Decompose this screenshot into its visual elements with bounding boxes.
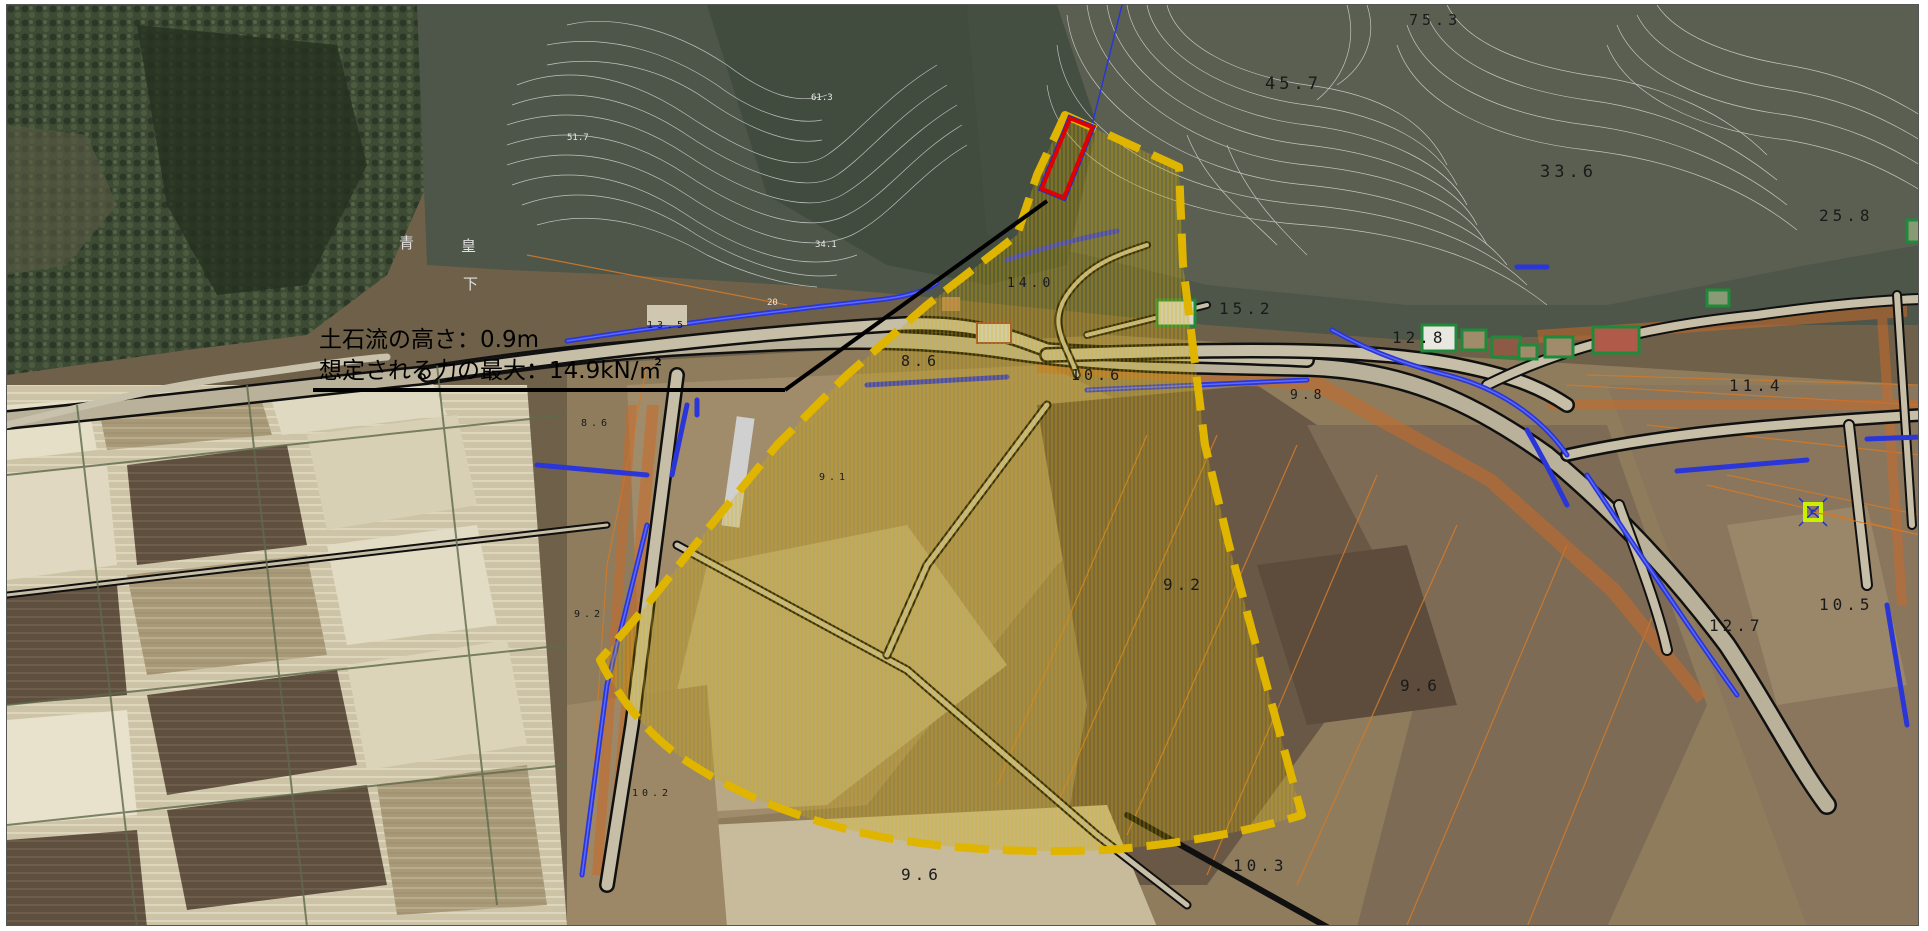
debris-source-marker[interactable] xyxy=(1037,114,1097,202)
elevation-label: 9.6 xyxy=(901,865,942,884)
elevation-label: 33.6 xyxy=(1540,162,1597,182)
elevation-label: 8.6 xyxy=(581,418,611,429)
elevation-label: 9.1 xyxy=(819,472,849,483)
place-name: 青 皇 下 xyxy=(399,234,478,293)
valley-stream xyxy=(1091,5,1123,126)
elevation-label: 12.8 xyxy=(1392,328,1447,347)
elevation-label: 8.6 xyxy=(901,352,940,370)
elevation-label: 15.2 xyxy=(1219,299,1274,318)
elevation-label: 9.6 xyxy=(1400,676,1441,695)
building xyxy=(1490,335,1522,359)
building xyxy=(1705,288,1731,308)
place-name-char: 青 xyxy=(399,234,414,252)
debris-flow-hazard-zone[interactable] xyxy=(596,111,1306,856)
elevation-label: 75.3 xyxy=(1409,11,1461,29)
elevation-label: 10.2 xyxy=(632,788,672,799)
elevation-label: 9.2 xyxy=(1163,575,1204,594)
building xyxy=(1460,328,1488,352)
elevation-label: 11.4 xyxy=(1729,376,1784,395)
elevation-labels: 75.3 45.7 33.6 25.8 15.2 12.8 11.4 10.6 … xyxy=(574,11,1874,884)
forest-area xyxy=(7,5,427,375)
elevation-label: 12.7 xyxy=(1709,616,1764,635)
elevation-label: 25.8 xyxy=(1819,206,1874,225)
place-name-char: 皇 xyxy=(461,237,476,255)
elevation-label: 10.3 xyxy=(1233,856,1288,875)
elevation-label: 13.5 xyxy=(647,320,687,331)
contour-label: 51.7 xyxy=(567,133,589,143)
field-dividers xyxy=(7,364,568,925)
elevation-label: 45.7 xyxy=(1265,74,1322,94)
building xyxy=(1591,325,1641,355)
building xyxy=(647,305,687,325)
contour-label: 34.1 xyxy=(815,240,837,250)
building xyxy=(1905,218,1918,244)
elevation-label: 14.0 xyxy=(1007,276,1054,291)
annotation-leader xyxy=(313,199,1049,392)
greenhouse xyxy=(721,416,755,528)
contour-label: 61.3 xyxy=(811,93,833,103)
building xyxy=(1517,343,1539,361)
hillside xyxy=(417,5,1918,340)
map-canvas[interactable]: 75.3 45.7 33.6 25.8 15.2 12.8 11.4 10.6 … xyxy=(7,5,1919,926)
debris-flow-height-label: 土石流の高さ：0.9m xyxy=(319,327,539,353)
contour-labels: 61.3 51.7 20 34.1 xyxy=(567,93,837,308)
building xyxy=(1543,335,1575,359)
contour-lines xyxy=(506,5,1918,306)
building xyxy=(1420,323,1458,353)
place-name-char: 下 xyxy=(463,275,478,293)
elevation-label: 9.2 xyxy=(574,609,604,620)
contour-label: 20 xyxy=(767,298,778,308)
elevation-label: 10.5 xyxy=(1819,595,1874,614)
hazard-map[interactable]: 75.3 45.7 33.6 25.8 15.2 12.8 11.4 10.6 … xyxy=(6,4,1919,926)
elevation-label: 9.8 xyxy=(1290,388,1325,403)
elevation-label: 10.6 xyxy=(1071,366,1123,384)
benchmark-line xyxy=(1812,511,1918,536)
max-force-label: 想定される力の最大：14.9kN/㎡ xyxy=(319,358,662,384)
